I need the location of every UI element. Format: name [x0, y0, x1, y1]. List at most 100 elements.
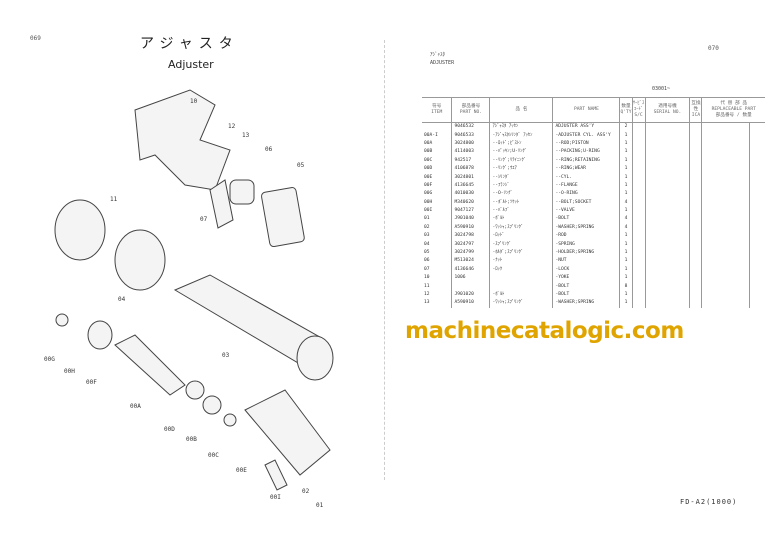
cell-serial — [644, 257, 690, 266]
cell-serial — [644, 156, 690, 165]
cell-part-no: A590910 — [451, 299, 490, 308]
cell-ica — [689, 215, 702, 224]
cell-qty: 1 — [619, 190, 633, 199]
cell-part-name: -HOLDER;SPRING — [552, 248, 620, 258]
cell-qty: 4 — [619, 215, 633, 224]
cell-ica — [689, 164, 702, 174]
cell-part-name: -LOCK — [552, 265, 620, 275]
cell-part-no: M513024 — [451, 257, 490, 266]
spring-coil-1 — [54, 199, 106, 261]
cell-rep-qty — [749, 240, 765, 249]
cell-rep-part_no — [701, 248, 750, 258]
cell-part-no: 4106878 — [451, 164, 490, 174]
cell-sc — [631, 265, 645, 275]
cell-item: 00C — [424, 157, 433, 163]
left-page-number: 069 — [30, 35, 41, 42]
nut-part — [229, 179, 255, 205]
cell-part-name: -WASHER;SPRING — [552, 299, 620, 308]
cell-name-jp: --O-ﾘﾝｸﾞ — [489, 190, 553, 199]
cell-part-no: J901040 — [451, 215, 490, 224]
cell-item: 02 — [424, 224, 430, 230]
cell-rep-qty — [749, 198, 765, 207]
cell-serial — [644, 232, 690, 241]
wear-ring — [185, 380, 205, 400]
cell-item: 00E — [424, 174, 433, 180]
cell-rep-part_no — [701, 139, 750, 149]
cell-part-name: -SPRING — [552, 240, 620, 249]
cell-name-jp: -ﾛｯﾄﾞ — [489, 232, 553, 241]
cell-ica — [689, 248, 702, 258]
yoke-part — [134, 89, 231, 191]
cell-qty: 1 — [619, 299, 633, 308]
cell-serial — [644, 240, 690, 249]
cell-part-name: --ROD;PISTON — [552, 139, 620, 149]
cell-qty: 1 — [619, 206, 633, 216]
cell-part-no: 3024797 — [451, 240, 490, 249]
title-japanese: アジャスタ — [140, 36, 239, 52]
cell-serial — [644, 148, 690, 157]
cell-rep-qty — [749, 265, 765, 275]
cell-ica — [689, 290, 702, 300]
cell-sc — [631, 173, 645, 182]
cell-qty: 4 — [619, 198, 633, 207]
cell-qty: 1 — [619, 240, 633, 249]
cell-item: 00A — [424, 140, 433, 146]
cell-sc — [631, 206, 645, 216]
cell-part-no: 9046532 — [451, 122, 490, 132]
cell-ica — [689, 282, 702, 291]
serial-range: 03001~ — [652, 86, 671, 92]
cell-sc — [631, 215, 645, 224]
cell-rep-qty — [749, 206, 765, 216]
cell-item: 04 — [424, 241, 430, 247]
cell-part-no: 4136646 — [451, 265, 490, 275]
cell-item: 13 — [424, 300, 430, 306]
cell-part-name: -BOLT — [552, 282, 620, 291]
cell-part-name: -YOKE — [552, 274, 620, 283]
cylinder-part — [244, 389, 331, 476]
cell-item: 00H — [424, 199, 433, 205]
cell-sc — [631, 290, 645, 300]
cell-serial — [644, 181, 690, 191]
callout-05: 05 — [297, 162, 305, 169]
cell-part-name: --FLANGE — [552, 181, 620, 191]
cell-part-name: --PACKING;U-RING — [552, 148, 620, 157]
cell-part-name: --VALVE — [552, 206, 620, 216]
cell-serial — [644, 265, 690, 275]
cell-sc — [631, 240, 645, 249]
cell-qty: 4 — [619, 223, 633, 233]
callout-04: 04 — [118, 296, 126, 303]
cell-serial — [644, 215, 690, 224]
cell-part-name: -WASHER;SPRING — [552, 223, 620, 233]
cell-rep-part_no — [701, 181, 750, 191]
cell-sc — [631, 131, 645, 140]
cell-rep-part_no — [701, 282, 750, 291]
cell-name-jp: -ﾜｯｼｬ;ｽﾌﾟﾘﾝｸﾞ — [489, 223, 553, 233]
cell-name-jp: --ﾎﾞﾙﾄ;ｿｹｯﾄ — [489, 198, 553, 207]
cell-sc — [631, 299, 645, 308]
cell-part-name: --RING;RETAINING — [552, 156, 620, 165]
cell-sc — [631, 181, 645, 191]
cell-rep-qty — [749, 173, 765, 182]
cell-name-jp — [489, 282, 553, 291]
cell-part-name: --CYL. — [552, 173, 620, 182]
cell-item: 11 — [424, 283, 430, 289]
cell-ica — [689, 122, 702, 132]
cell-rep-part_no — [701, 274, 750, 283]
callout-02: 02 — [302, 488, 310, 495]
cell-rep-part_no — [701, 206, 750, 216]
cell-ica — [689, 257, 702, 266]
cell-item — [422, 123, 452, 132]
cell-name-jp: --ﾛｯﾄﾞ;ﾋﾟｽﾄﾝ — [489, 139, 553, 149]
cell-part-no: M340620 — [451, 198, 490, 207]
cell-serial — [644, 206, 690, 216]
